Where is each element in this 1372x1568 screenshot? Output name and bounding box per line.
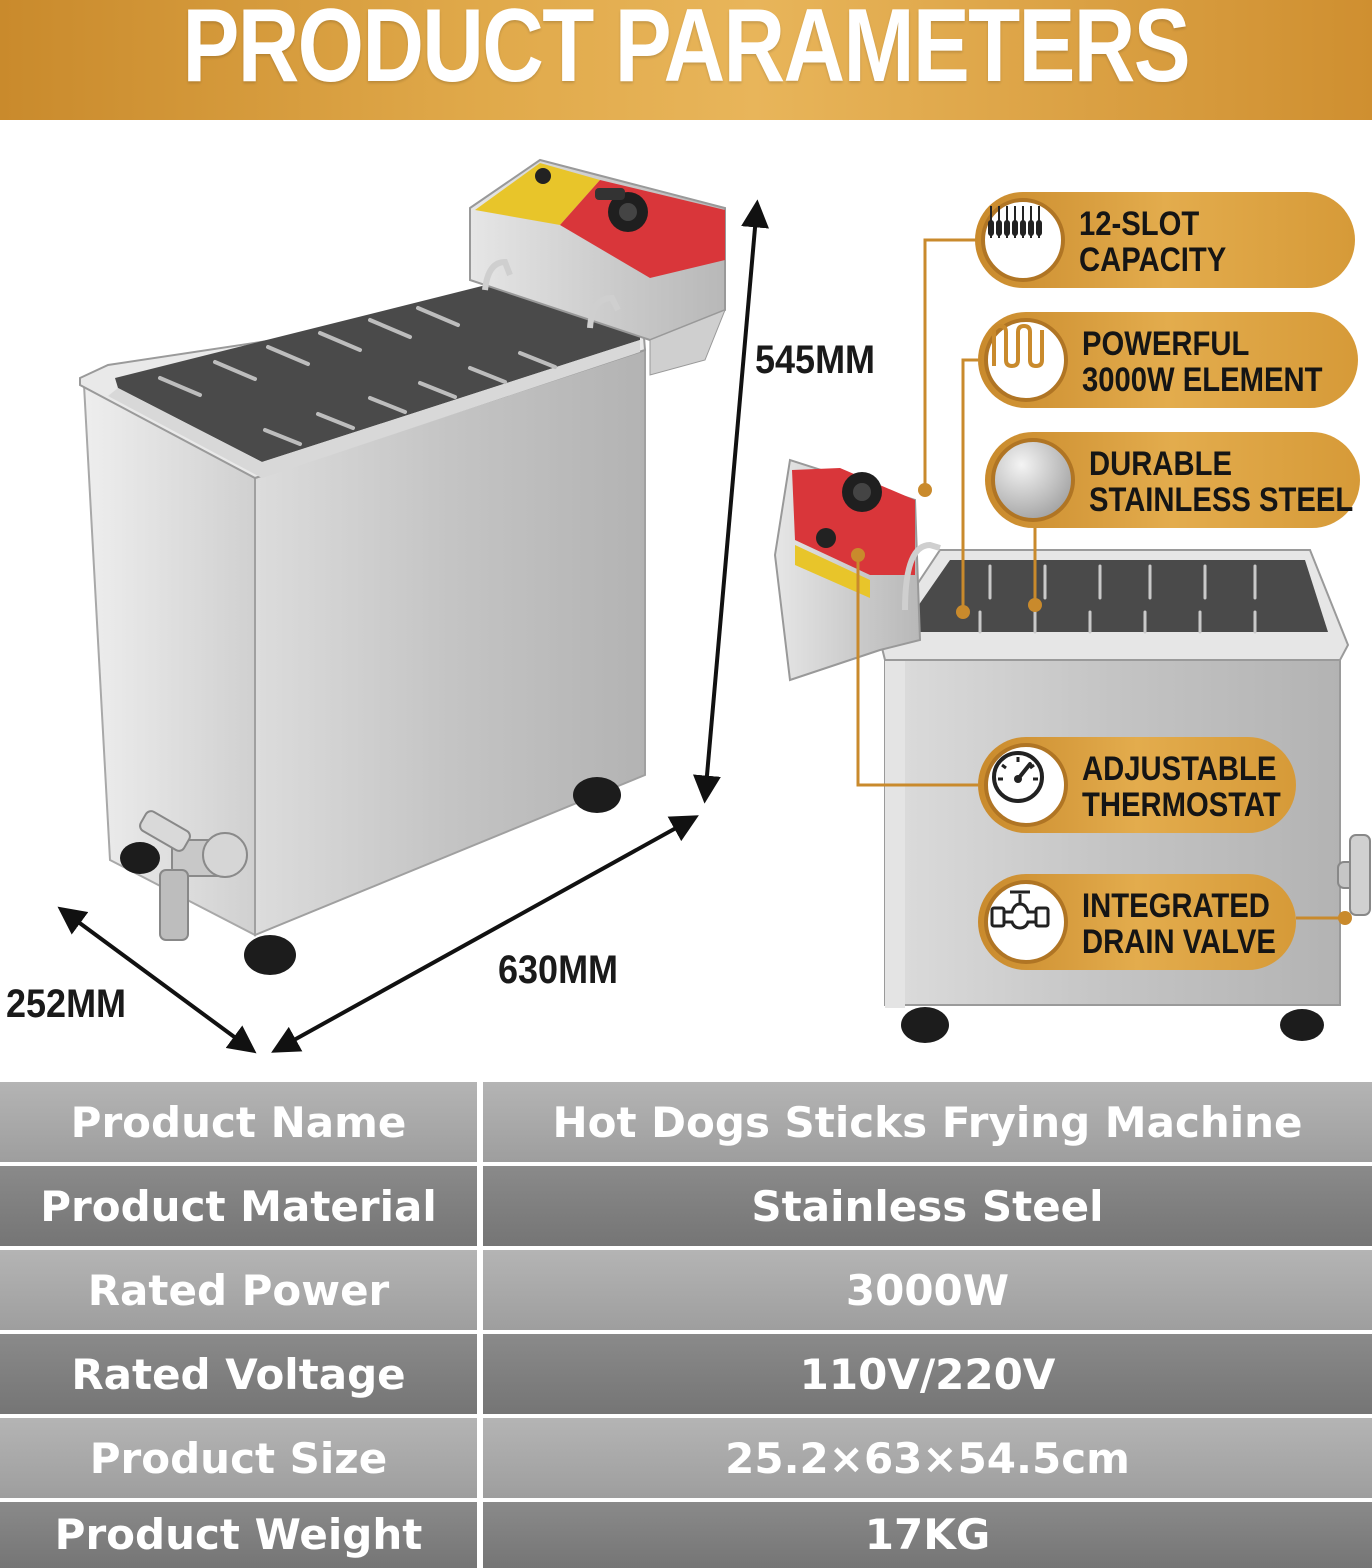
dimension-arrows	[57, 199, 769, 1054]
heating-element-icon	[984, 318, 1068, 402]
large-fryer-image	[79, 158, 726, 975]
width-dimension-label: 252MM	[6, 982, 127, 1026]
table-row: Rated Voltage 110V/220V	[0, 1334, 1372, 1414]
spec-label: Product Name	[0, 1082, 477, 1162]
table-row: Rated Power 3000W	[0, 1250, 1372, 1330]
height-arrow	[693, 199, 769, 804]
spec-value: 17KG	[483, 1502, 1372, 1568]
valve-icon	[984, 880, 1068, 964]
spec-value: Stainless Steel	[483, 1166, 1372, 1246]
spec-value: Hot Dogs Sticks Frying Machine	[483, 1082, 1372, 1162]
steel-texture-icon	[991, 438, 1075, 522]
header-banner: PRODUCT PARAMETERS	[0, 0, 1372, 120]
spec-value: 25.2×63×54.5cm	[483, 1418, 1372, 1498]
page-title: PRODUCT PARAMETERS	[182, 0, 1191, 104]
table-row: Product Material Stainless Steel	[0, 1166, 1372, 1246]
length-arrow	[271, 815, 699, 1053]
slots-icon	[981, 198, 1065, 282]
spec-value: 3000W	[483, 1250, 1372, 1330]
spec-label: Product Size	[0, 1418, 477, 1498]
spec-value: 110V/220V	[483, 1334, 1372, 1414]
table-row: Product Size 25.2×63×54.5cm	[0, 1418, 1372, 1498]
spec-label: Rated Power	[0, 1250, 477, 1330]
width-arrow	[57, 906, 257, 1054]
height-dimension-label: 545MM	[755, 338, 876, 382]
large-fryer-drain-valve	[139, 810, 248, 941]
length-dimension-label: 630MM	[498, 948, 619, 992]
gauge-icon	[984, 743, 1068, 827]
spec-label: Rated Voltage	[0, 1334, 477, 1414]
table-row: Product Weight 17KG	[0, 1502, 1372, 1568]
product-illustration	[57, 158, 1371, 1054]
spec-label: Product Weight	[0, 1502, 477, 1568]
spec-label: Product Material	[0, 1166, 477, 1246]
table-row: Product Name Hot Dogs Sticks Frying Mach…	[0, 1082, 1372, 1162]
